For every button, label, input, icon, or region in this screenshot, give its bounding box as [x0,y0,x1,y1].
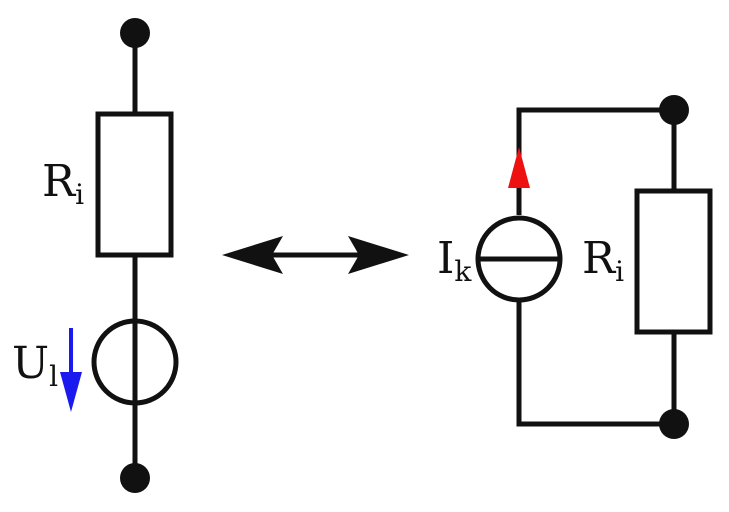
equivalence-arrow-head-left [222,236,283,274]
right-resistor [634,188,713,335]
equivalence-arrow-head-right [348,236,409,274]
right-terminal-top [659,95,689,125]
voltage-arrow-head [60,372,82,412]
right-terminal-bottom [659,409,689,439]
current-source-label: Ik [437,233,472,288]
voltage-source-label: Ul [12,338,58,393]
right-resistor-label: Ri [582,233,624,288]
right-wire-bottom [516,301,674,427]
left-terminal-bottom [120,463,150,493]
left-resistor [95,111,174,258]
left-resistor-label: Ri [42,156,84,211]
left-terminal-top [120,18,150,48]
current-arrow-head [508,147,530,188]
